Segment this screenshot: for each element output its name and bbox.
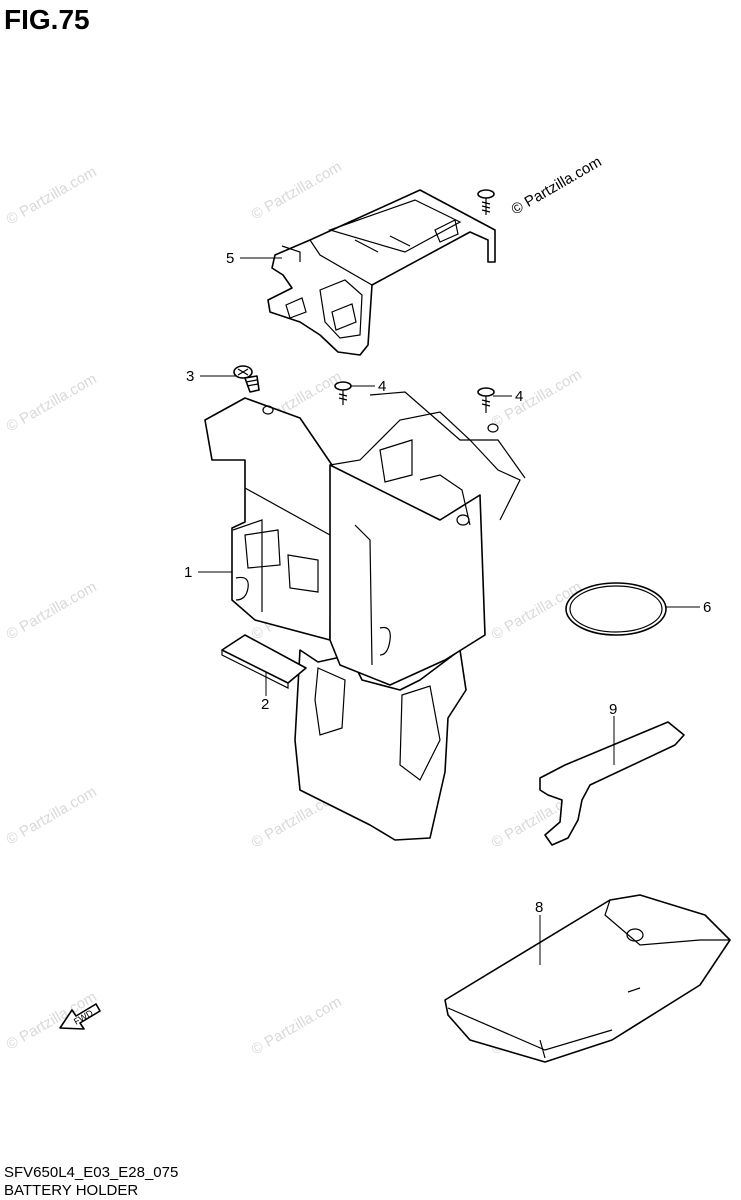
watermark: © Partzilla.com — [249, 993, 345, 1058]
callout-4-center: 4 — [378, 378, 386, 395]
callout-7: 6 — [703, 599, 711, 616]
spanner — [539, 721, 685, 846]
callout-8: 8 — [535, 899, 543, 916]
tool-bag — [444, 894, 731, 1063]
screw-4-center — [334, 381, 352, 405]
callout-4-right: 4 — [515, 388, 523, 405]
screw-4-right — [477, 387, 495, 413]
callout-9: 9 — [609, 701, 617, 718]
callout-2: 2 — [261, 696, 269, 713]
callout-1: 1 — [184, 564, 192, 581]
figure-title: FIG.75 — [4, 4, 90, 35]
screw-6 — [477, 189, 495, 215]
leader-lines — [198, 257, 700, 965]
diagram-code: SFV650L4_E03_E28_075 — [4, 1164, 179, 1181]
o-ring — [565, 582, 667, 636]
watermark: © Partzilla.com — [4, 783, 100, 848]
watermark: © Partzilla.com — [4, 578, 100, 643]
callout-labels: 5 3 4 4 1 2 6 9 8 6 — [184, 250, 711, 916]
watermark: © Partzilla.com — [489, 366, 585, 431]
watermark: © Partzilla.com — [249, 158, 345, 223]
watermark-overlay: © Partzilla.com — [509, 153, 605, 218]
watermark: © Partzilla.com — [4, 163, 100, 228]
battery-pad — [221, 634, 307, 689]
diagram-name: BATTERY HOLDER — [4, 1182, 139, 1199]
bolt-3 — [233, 365, 260, 393]
callout-3: 3 — [186, 368, 194, 385]
callout-5: 5 — [226, 250, 234, 267]
battery-holder — [204, 391, 526, 841]
upper-bracket — [267, 189, 496, 356]
watermark: © Partzilla.com — [4, 370, 100, 435]
